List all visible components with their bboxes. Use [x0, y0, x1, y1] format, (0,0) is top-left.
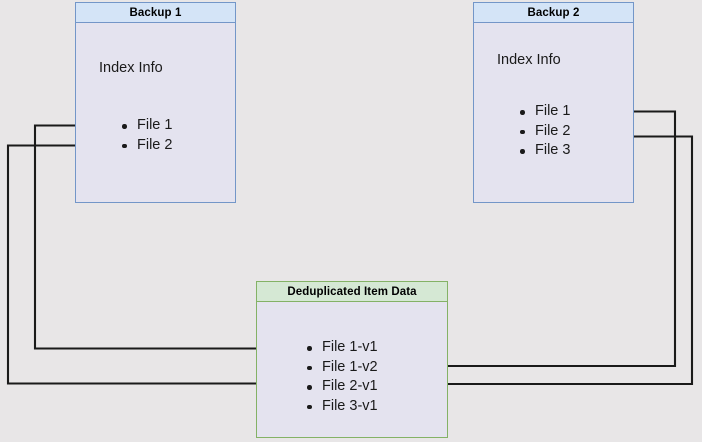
- deduplicated-file-item[interactable]: File 3-v1: [307, 397, 378, 417]
- deduplicated-file-item[interactable]: File 1-v2: [307, 358, 378, 378]
- deduplicated-item-data-body: [256, 281, 448, 438]
- backup-2-file-item[interactable]: File 1: [520, 102, 570, 122]
- deduplicated-file-item[interactable]: File 1-v1: [307, 338, 378, 358]
- backup-1-file-item[interactable]: File 1: [122, 116, 172, 136]
- backup-1-file-item[interactable]: File 2: [122, 136, 172, 156]
- backup-2-file-list: File 1 File 2 File 3: [520, 102, 570, 161]
- backup-1-box[interactable]: Backup 1 Index Info File 1 File 2: [75, 2, 236, 203]
- deduplicated-file-item[interactable]: File 2-v1: [307, 377, 378, 397]
- backup-1-index-info-label: Index Info: [99, 60, 163, 76]
- backup-2-box[interactable]: Backup 2 Index Info File 1 File 2 File 3: [473, 2, 634, 203]
- deduplicated-item-data-box[interactable]: Deduplicated Item Data File 1-v1 File 1-…: [256, 281, 448, 438]
- backup-1-file-list: File 1 File 2: [122, 116, 172, 155]
- deduplicated-item-data-header: Deduplicated Item Data: [256, 281, 448, 302]
- backup-2-file-item[interactable]: File 2: [520, 122, 570, 142]
- backup-1-header: Backup 1: [75, 2, 236, 23]
- backup-2-header: Backup 2: [473, 2, 634, 23]
- deduplicated-file-list: File 1-v1 File 1-v2 File 2-v1 File 3-v1: [307, 338, 378, 416]
- backup-2-file-item[interactable]: File 3: [520, 141, 570, 161]
- backup-1-body: [75, 2, 236, 203]
- backup-2-index-info-label: Index Info: [497, 52, 561, 68]
